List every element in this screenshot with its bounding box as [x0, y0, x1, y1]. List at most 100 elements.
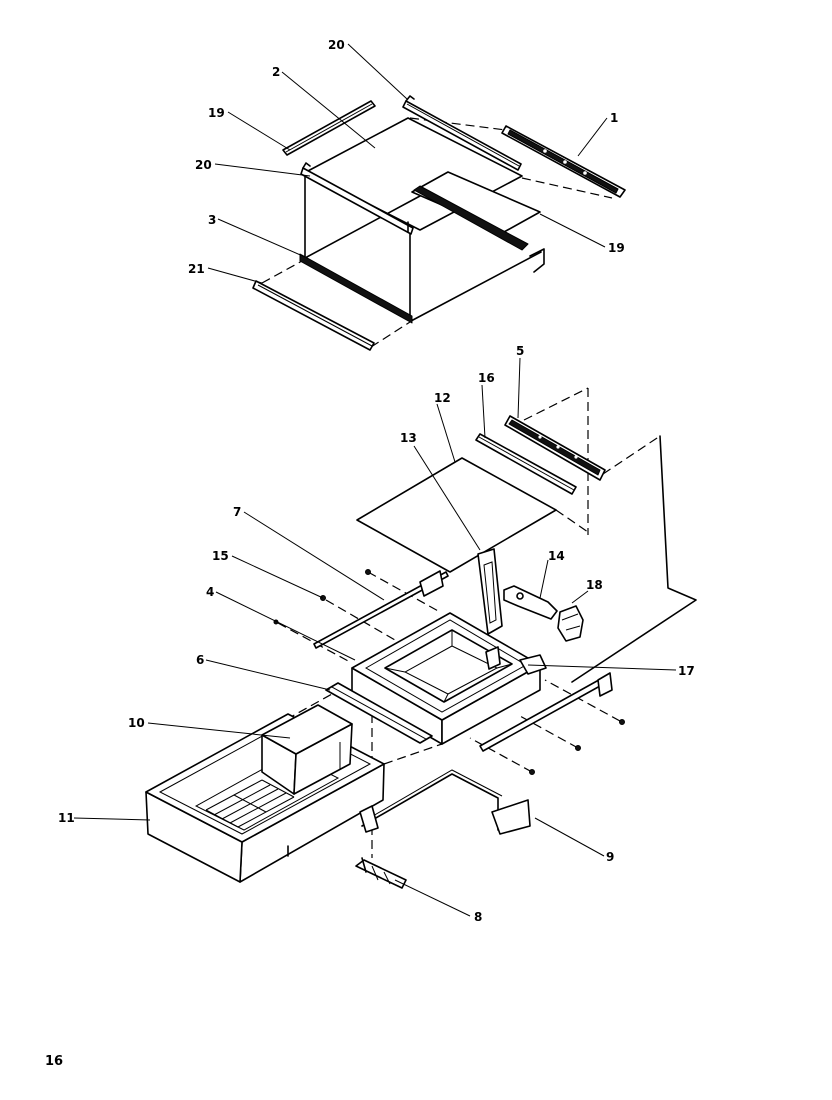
leader-line: [217, 218, 306, 258]
leader-line: [577, 117, 608, 157]
leader-line: [205, 659, 331, 691]
callout-label: 19: [608, 241, 625, 255]
leader-line: [517, 357, 521, 419]
frame-tab: [529, 248, 545, 273]
callout-label: 2: [272, 65, 280, 79]
bar-inner-line: [331, 686, 427, 740]
part-20-front-rail: [300, 162, 414, 235]
alignment-line: [261, 260, 303, 284]
frame-recess-edge: [496, 663, 513, 669]
leader-line: [231, 555, 324, 599]
page-number: 16: [45, 1054, 63, 1069]
callout-label: 12: [434, 391, 451, 405]
rail-band: [508, 419, 601, 476]
leader-line: [436, 403, 456, 463]
part-13-hinge: [477, 548, 503, 635]
rail-hole: [583, 171, 587, 175]
bracket-outline: [355, 859, 407, 889]
callout-label: 8: [474, 910, 482, 924]
alignment-line: [277, 622, 351, 663]
drawer-floor-grid: [205, 779, 295, 828]
leader-line: [481, 384, 486, 439]
block-edge: [565, 625, 581, 631]
alignment-line: [469, 737, 533, 773]
part-19-left-rail: [282, 100, 376, 156]
leader-line: [413, 445, 481, 551]
part-5-rear-rail: [504, 415, 606, 481]
part-3-frame-box: [299, 175, 545, 324]
callout-label: 11: [58, 811, 75, 825]
part-20-top-rail: [402, 95, 522, 171]
callout-label: 18: [586, 578, 603, 592]
alignment-line: [602, 435, 661, 475]
alignment-line: [370, 321, 411, 348]
top-assembly: 20 2 19 1 20 3 19 21: [188, 38, 626, 351]
leader-line: [534, 817, 605, 857]
rail-inner-line: [257, 284, 373, 347]
part-19-right-rail: [413, 185, 529, 251]
rod-bracket: [419, 570, 444, 597]
rod-bracket: [597, 672, 613, 697]
rod-outline: [313, 571, 449, 649]
leader-line: [243, 511, 385, 601]
callout-label: 10: [128, 716, 145, 730]
alignment-line: [544, 679, 621, 722]
leader-line: [147, 722, 291, 739]
latch-pivot: [516, 592, 524, 600]
part-9-wire-support: [359, 769, 531, 835]
frame-inner-bracket: [485, 646, 501, 670]
callout-label: 13: [400, 431, 417, 445]
alignment-line: [523, 387, 589, 421]
part-6-bar: [325, 682, 433, 744]
grid-rib: [213, 784, 271, 816]
callout-label: 1: [610, 111, 618, 125]
rail-outline: [300, 167, 414, 235]
bracket-stub: [361, 857, 367, 873]
part-17-end-bracket: [519, 654, 547, 675]
part-8-bracket: [355, 857, 407, 889]
rail-inner-line: [285, 103, 373, 153]
drawer-inner-rim: [158, 721, 372, 835]
pan-top: [261, 704, 353, 755]
callout-label: 15: [212, 549, 229, 563]
wire-foot-bracket: [491, 799, 531, 835]
callout-label: 16: [478, 371, 495, 385]
callout-label: 19: [208, 106, 225, 120]
grid-rib: [233, 794, 267, 813]
frame-edge: [410, 251, 542, 322]
screw: [365, 569, 371, 575]
guide-line: [571, 435, 697, 683]
callout-label: 5: [516, 344, 524, 358]
callout-label: 6: [196, 653, 204, 667]
part-12-glass-panel: [356, 457, 557, 573]
leader-line: [539, 213, 606, 248]
part-3-front-rail: [299, 253, 413, 324]
part-7-rod: [313, 570, 449, 649]
screw: [529, 769, 535, 775]
leader-line: [539, 559, 549, 599]
callout-label: 20: [328, 38, 345, 52]
hinge-slot: [483, 561, 497, 624]
right-support-rod: [479, 672, 613, 752]
rail-hole: [556, 445, 560, 449]
callout-label: 17: [678, 664, 695, 678]
bottom-assembly: 5 16 12 13 7 14 18 15 4 17 6 10 11 9 8: [58, 344, 697, 924]
grid-rib: [205, 809, 239, 828]
alignment-line: [521, 177, 613, 199]
alignment-line: [555, 509, 589, 533]
callout-label: 9: [606, 850, 614, 864]
block-outline: [557, 605, 584, 642]
part-21-trim-rail: [252, 280, 375, 351]
screw: [619, 719, 625, 725]
wire-rod-inner: [365, 769, 503, 821]
part-18-block: [557, 605, 584, 642]
wire-end-bracket: [359, 805, 379, 833]
callout-label: 20: [195, 158, 212, 172]
rail-tab: [405, 95, 415, 102]
leader-line: [73, 817, 151, 821]
alignment-line: [383, 743, 443, 765]
part-10-inner-pan: [261, 704, 353, 795]
block-edge: [561, 613, 579, 621]
part-4-frame: [351, 612, 541, 745]
callout-label: 3: [208, 213, 216, 227]
